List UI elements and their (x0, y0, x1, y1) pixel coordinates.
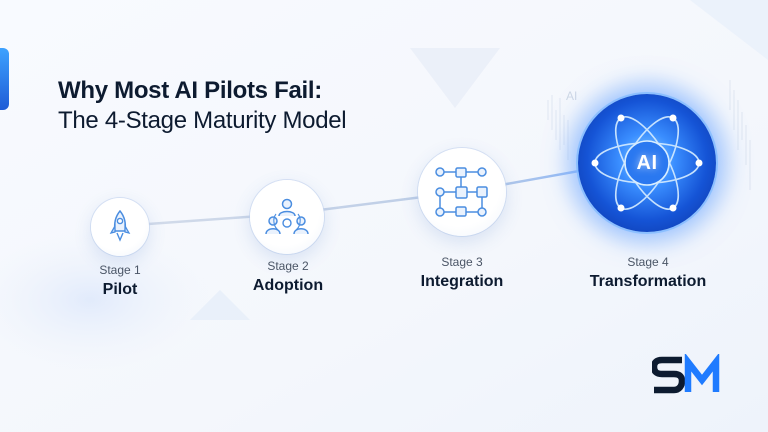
stage-1-number: Stage 1 (99, 263, 141, 277)
stage-2-label: Stage 2 Adoption (208, 259, 368, 297)
stage-2-circle (250, 180, 324, 254)
stage-4-number: Stage 4 (627, 255, 669, 269)
stage-2-name: Adoption (252, 277, 324, 294)
stage-3-circle (418, 148, 506, 236)
workflow-icon (435, 167, 488, 217)
stage-4-label: Stage 4 Transformation (568, 255, 728, 293)
stage-2-number: Stage 2 (267, 259, 309, 273)
stage-3-number: Stage 3 (441, 255, 483, 269)
edge-accent-bar (0, 48, 9, 110)
ai-orb-label: AI (636, 151, 658, 174)
slide-title: Why Most AI Pilots Fail: The 4-Stage Mat… (58, 76, 347, 136)
sm-logo-icon (652, 354, 720, 394)
title-line-2: The 4-Stage Maturity Model (58, 107, 347, 134)
background-ai-text: AI (566, 89, 577, 103)
stage-3-name: Integration (420, 273, 504, 290)
team-icon (265, 198, 309, 235)
stage-1-circle (91, 198, 149, 256)
stage-4-name: Transformation (589, 273, 707, 290)
stage-3-label: Stage 3 Integration (382, 255, 542, 293)
title-line-1: Why Most AI Pilots Fail: (58, 77, 322, 104)
ai-orb (578, 94, 716, 232)
stage-1-name: Pilot (102, 281, 138, 298)
ai-atom-icon (591, 114, 703, 212)
rocket-icon (109, 209, 131, 242)
stage-1-label: Stage 1 Pilot (40, 263, 200, 301)
